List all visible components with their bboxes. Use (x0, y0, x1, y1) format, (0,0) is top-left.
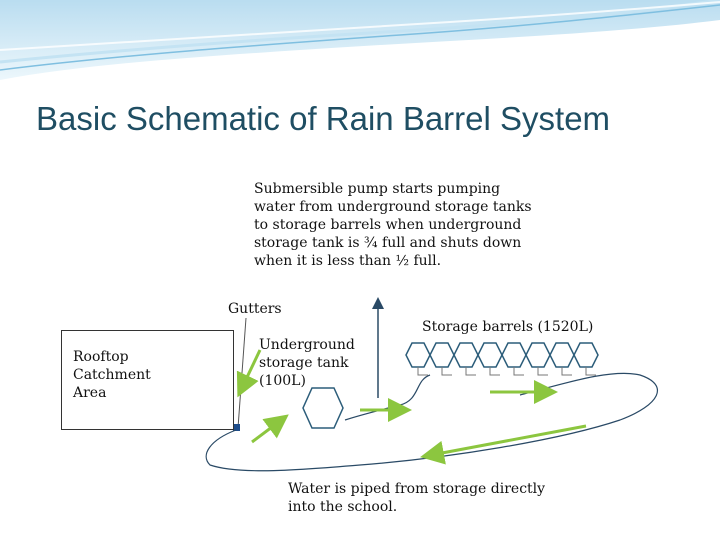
barrel-connector (441, 367, 452, 376)
barrel-connector (417, 367, 428, 376)
storage-barrel (501, 342, 527, 368)
storage-barrels-label: Storage barrels (1520L) (422, 319, 594, 335)
storage-barrel (549, 342, 575, 368)
barrel-connector (465, 367, 476, 376)
storage-barrels-group (405, 342, 599, 376)
storage-barrel (525, 342, 551, 368)
flow-arrow-roof-down (236, 349, 262, 398)
barrel-connector (585, 367, 596, 376)
gutter-marker (233, 424, 240, 431)
storage-barrel (453, 342, 479, 368)
barrel-connector (561, 367, 572, 376)
storage-barrel (405, 342, 431, 368)
barrel-connector (489, 367, 500, 376)
storage-barrel (573, 342, 599, 368)
school-note: Water is piped from storage directly int… (288, 481, 546, 515)
rooftop-label: Rooftop Catchment Area (73, 349, 151, 401)
underground-storage-tank (302, 387, 344, 429)
storage-barrel (477, 342, 503, 368)
flow-arrow-into-tank (251, 414, 289, 444)
flow-arrow-to-school (420, 424, 587, 465)
page-title: Basic Schematic of Rain Barrel System (36, 100, 611, 137)
barrel-connector (513, 367, 524, 376)
barrel-connector (537, 367, 548, 376)
storage-barrel (429, 342, 455, 368)
collection-pipe (205, 372, 659, 472)
gutter-pointer (237, 317, 247, 429)
rooftop-catchment-box (61, 330, 234, 430)
underground-tank-label: Underground storage tank (100L) (259, 337, 355, 389)
pump-note: Submersible pump starts pumping water fr… (254, 181, 532, 269)
header-wave-decoration (0, 0, 720, 80)
gutters-label: Gutters (228, 301, 282, 317)
